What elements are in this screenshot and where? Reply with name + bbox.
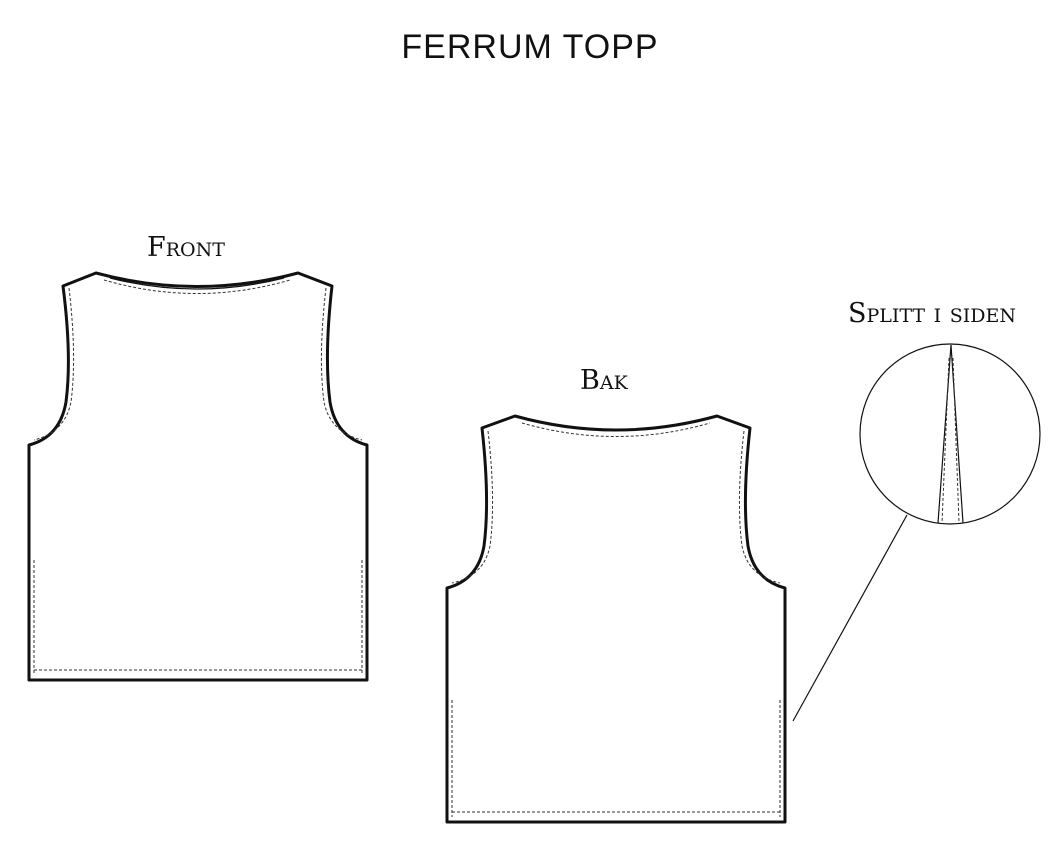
back-view-label: Bak [580, 365, 628, 396]
slit-right-edge [950, 344, 964, 524]
side-slit-detail [792, 343, 1041, 722]
back-armhole-stitch-right [738, 430, 781, 584]
back-neck-stitch [521, 422, 711, 437]
side-slit-detail-label: Splitt i siden [848, 298, 1017, 329]
detail-magnifier-circle [859, 343, 1041, 525]
back-outline [445, 414, 787, 824]
page-title: FERRUM TOPP [401, 28, 659, 66]
detail-leader-line [792, 514, 908, 722]
front-outline [27, 271, 369, 682]
front-neck-stitch [103, 279, 291, 294]
front-neck-band [109, 277, 285, 290]
slit-left-edge [937, 344, 952, 524]
slit-right-stitch [952, 357, 960, 524]
back-armhole-stitch-left [451, 430, 494, 584]
front-armhole-stitch-right [320, 287, 363, 441]
front-garment [27, 271, 369, 682]
slit-left-stitch [941, 357, 950, 524]
back-garment [445, 414, 787, 824]
front-view-label: Front [147, 232, 225, 263]
